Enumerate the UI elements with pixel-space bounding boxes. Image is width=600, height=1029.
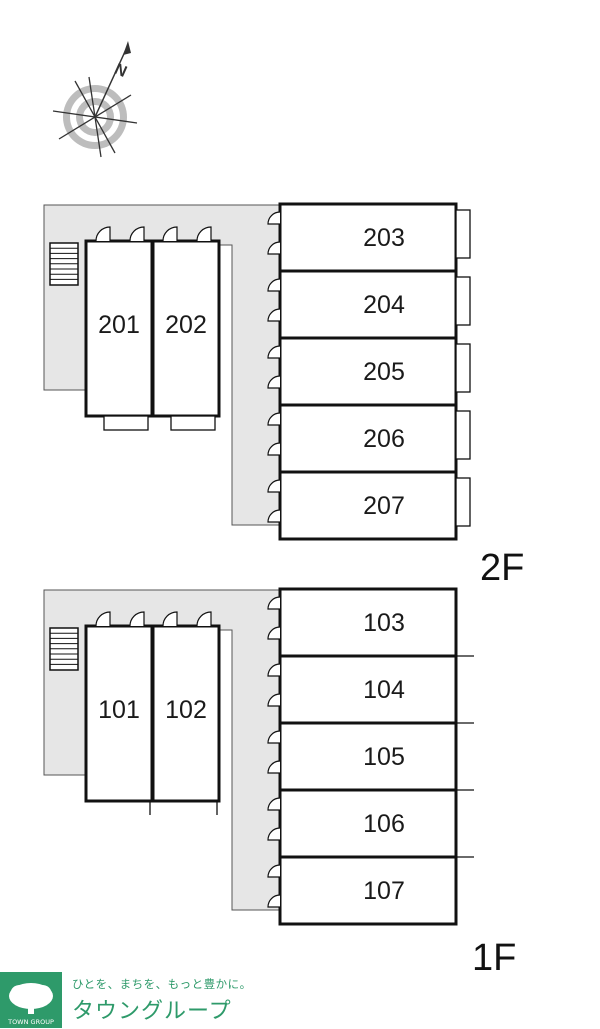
balcony-202 (170, 415, 216, 431)
room-102 (151, 624, 221, 803)
room-107 (278, 855, 458, 926)
door-icon (267, 864, 281, 878)
room-label: 203 (363, 224, 405, 252)
door-icon (267, 479, 281, 493)
room-202 (151, 239, 221, 418)
room-103 (278, 587, 458, 658)
room-203 (278, 202, 458, 273)
door-icon (267, 509, 281, 523)
floor-label-1f: 1F (472, 937, 516, 979)
door-icon (267, 308, 281, 322)
balcony-203 (455, 209, 471, 259)
room-label: 106 (363, 810, 405, 838)
door-icon (267, 442, 281, 456)
door-icon (267, 211, 281, 225)
balcony-207 (455, 477, 471, 527)
room-label: 102 (165, 696, 207, 724)
room-label: 105 (363, 743, 405, 771)
door-icon (162, 611, 178, 627)
door-icon (267, 797, 281, 811)
room-label: 205 (363, 358, 405, 386)
door-icon (267, 894, 281, 908)
room-label: 204 (363, 291, 405, 319)
door-icon (267, 345, 281, 359)
door-icon (267, 375, 281, 389)
door-icon (267, 693, 281, 707)
logo-tagline: ひとを、まちを、もっと豊かに。 (72, 977, 252, 991)
balcony-204 (455, 276, 471, 326)
door-icon (267, 278, 281, 292)
room-label: 101 (98, 696, 140, 724)
room-label: 103 (363, 609, 405, 637)
room-label: 201 (98, 311, 140, 339)
door-icon (95, 611, 111, 627)
room-label: 207 (363, 492, 405, 520)
room-205 (278, 336, 458, 407)
balcony-201 (103, 415, 149, 431)
door-icon (267, 730, 281, 744)
town-group-logo-icon: TOWN GROUP (0, 972, 62, 1028)
door-icon (196, 226, 212, 242)
room-label: 206 (363, 425, 405, 453)
balcony-206 (455, 410, 471, 460)
door-icon (129, 226, 145, 242)
door-icon (267, 412, 281, 426)
door-icon (267, 663, 281, 677)
room-207 (278, 470, 458, 541)
balcony-205 (455, 343, 471, 393)
door-icon (267, 241, 281, 255)
door-icon (129, 611, 145, 627)
logo-name: タウングループ (72, 999, 232, 1024)
door-icon (267, 626, 281, 640)
door-icon (196, 611, 212, 627)
door-icon (267, 596, 281, 610)
room-label: 104 (363, 676, 405, 704)
room-206 (278, 403, 458, 474)
room-label: 107 (363, 877, 405, 905)
room-201 (84, 239, 154, 418)
room-104 (278, 654, 458, 725)
compass-north-letter: N (112, 61, 129, 81)
room-label: 202 (165, 311, 207, 339)
compass-icon: N (52, 41, 138, 158)
floor-label-2f: 2F (480, 547, 524, 589)
door-icon (162, 226, 178, 242)
logo-icon-text: TOWN GROUP (7, 1018, 54, 1026)
door-icon (95, 226, 111, 242)
door-icon (267, 760, 281, 774)
door-icon (267, 827, 281, 841)
